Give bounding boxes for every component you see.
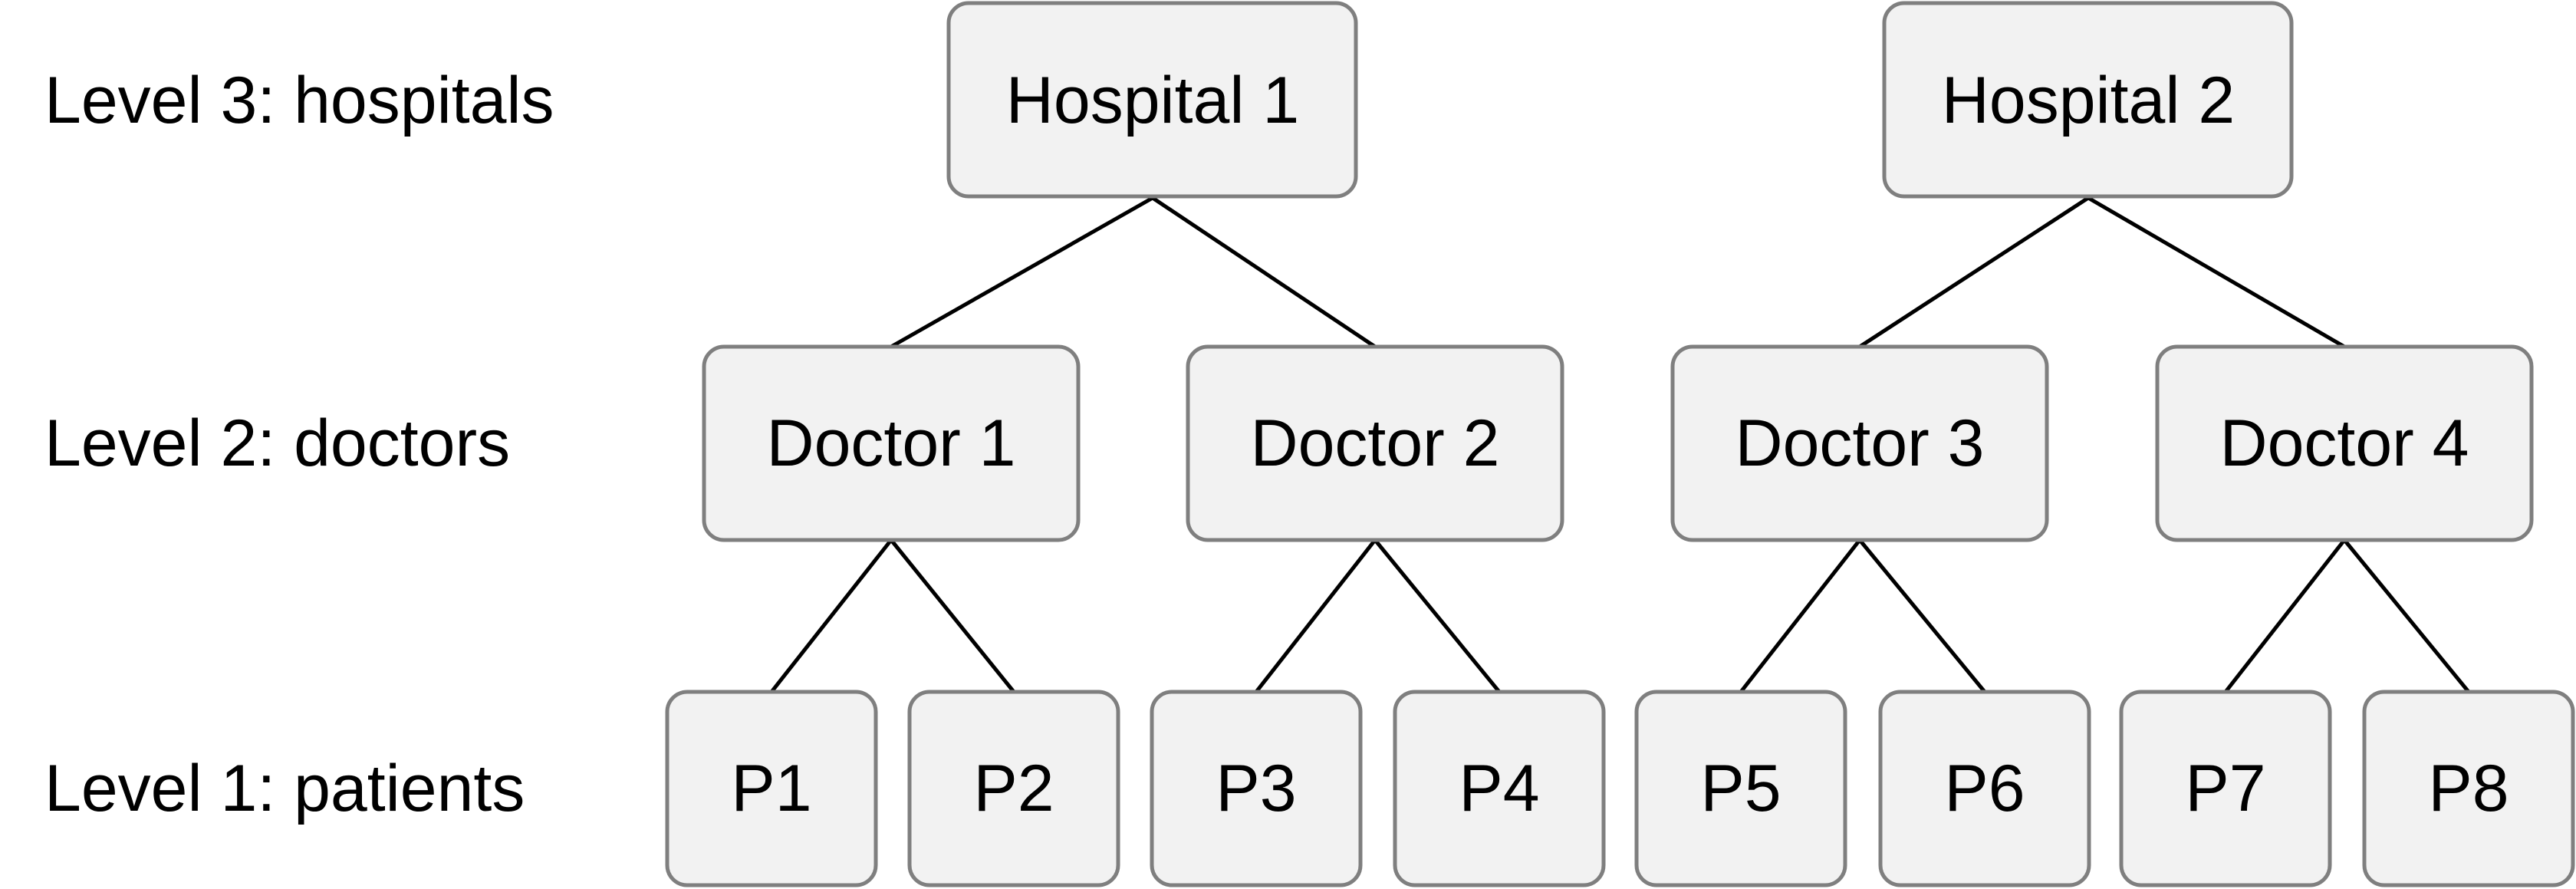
patient-node-6-box <box>1878 690 2091 887</box>
doctor-node-4-label: Doctor 4 <box>2219 407 2469 480</box>
edge-h2-d3 <box>1858 196 2090 349</box>
patient-node-8: P8 <box>2362 690 2575 887</box>
hospital-node-1-box <box>946 1 1358 199</box>
patient-node-7-box <box>2119 690 2332 887</box>
edge-h2-d4 <box>2087 196 2346 349</box>
patient-node-1-label: P1 <box>731 752 811 825</box>
patient-node-4: P4 <box>1393 690 1606 887</box>
edge-d2-p4 <box>1374 538 1501 693</box>
hospital-node-1-label: Hospital 1 <box>1006 64 1299 137</box>
doctor-node-3-label: Doctor 3 <box>1735 407 1984 480</box>
doctor-node-1: Doctor 1 <box>702 344 1081 542</box>
edge-d2-p3 <box>1255 538 1377 693</box>
level-1-label: Level 1: patients <box>44 752 525 825</box>
doctor-node-3: Doctor 3 <box>1670 344 2049 542</box>
edge-d1-p1 <box>770 538 893 693</box>
patient-node-2-label: P2 <box>973 752 1054 825</box>
patient-node-6: P6 <box>1878 690 2091 887</box>
doctor-node-3-box <box>1670 344 2049 542</box>
edge-d4-p7 <box>2224 538 2346 693</box>
doctor-node-4: Doctor 4 <box>2155 344 2534 542</box>
doctor-node-2: Doctor 2 <box>1186 344 1564 542</box>
patient-node-7: P7 <box>2119 690 2332 887</box>
doctor-node-2-label: Doctor 2 <box>1250 407 1499 480</box>
patient-node-3: P3 <box>1150 690 1363 887</box>
patient-node-5-label: P5 <box>1700 752 1781 825</box>
level-3-label: Level 3: hospitals <box>44 64 554 137</box>
patient-node-8-label: P8 <box>2428 752 2509 825</box>
doctor-node-2-box <box>1186 344 1564 542</box>
edge-h1-d2 <box>1151 196 1377 349</box>
doctor-node-1-box <box>702 344 1081 542</box>
hospital-node-2-label: Hospital 2 <box>1942 64 2235 137</box>
level-2-label: Level 2: doctors <box>44 407 510 480</box>
edge-d4-p8 <box>2343 538 2470 693</box>
patient-node-1: P1 <box>665 690 878 887</box>
edge-d1-p2 <box>890 538 1015 693</box>
hospital-node-1: Hospital 1 <box>946 1 1358 199</box>
edge-d3-p6 <box>1858 538 1986 693</box>
patient-node-2: P2 <box>907 690 1120 887</box>
patient-node-5: P5 <box>1634 690 1847 887</box>
patient-node-8-box <box>2362 690 2575 887</box>
patient-node-3-label: P3 <box>1216 752 1296 825</box>
patient-node-4-box <box>1393 690 1606 887</box>
doctor-node-1-label: Doctor 1 <box>766 407 1015 480</box>
patient-node-1-box <box>665 690 878 887</box>
patient-node-4-label: P4 <box>1459 752 1539 825</box>
patient-node-3-box <box>1150 690 1363 887</box>
doctor-node-4-box <box>2155 344 2534 542</box>
edge-d3-p5 <box>1739 538 1861 693</box>
edges-hospital-doctor <box>890 196 2346 349</box>
patient-node-7-label: P7 <box>2185 752 2265 825</box>
hospital-node-2-box <box>1882 1 2294 199</box>
patient-node-6-label: P6 <box>1944 752 2025 825</box>
patient-node-5-box <box>1634 690 1847 887</box>
edge-h1-d1 <box>890 196 1154 349</box>
hospital-node-2: Hospital 2 <box>1882 1 2294 199</box>
patient-node-2-box <box>907 690 1120 887</box>
edges-doctor-patient <box>770 538 2470 693</box>
